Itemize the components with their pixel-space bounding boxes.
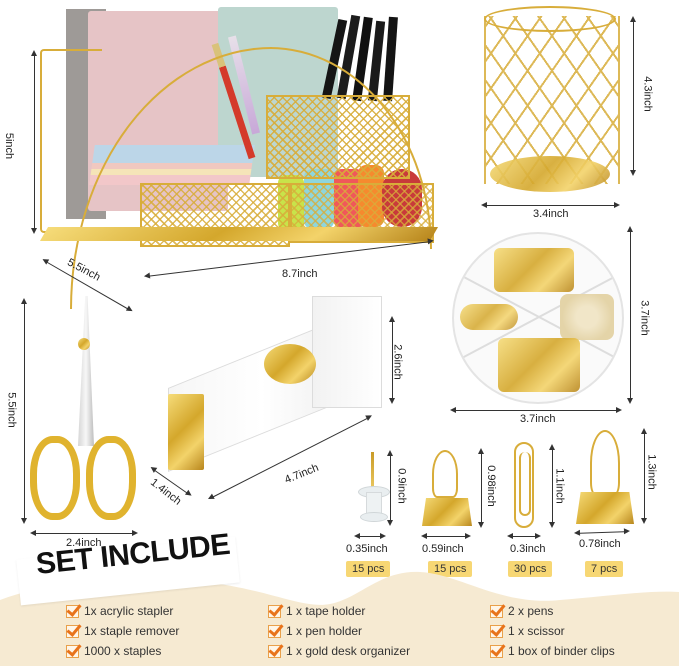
paper-clip-height-label: 1.1inch (553, 468, 566, 504)
clip-box-width-arrow (450, 407, 622, 413)
checkmark-icon (66, 604, 79, 618)
checkmark-icon (268, 624, 281, 638)
pen-holder-width-label: 3.4inch (533, 208, 569, 220)
cream-wave-background (0, 571, 679, 666)
binder-clip-box (452, 232, 624, 404)
clip-box-width-label: 3.7inch (520, 413, 556, 425)
small-clip-qty-badge: 15 pcs (428, 561, 473, 577)
scissor-height-label: 5.5inch (5, 392, 18, 428)
include-item: 1 x pen holder (268, 624, 362, 638)
scissor-height-arrow (21, 298, 27, 524)
paper-clip-qty-badge: 30 pcs (508, 561, 553, 577)
checkmark-icon (490, 624, 503, 638)
checkmark-icon (66, 624, 79, 638)
include-item: 1 x scissor (490, 624, 565, 638)
tape-holder-height-arrow (389, 316, 395, 404)
include-item: 1 box of binder clips (490, 644, 615, 658)
scissor-width-label: 2.4inch (66, 537, 102, 549)
paper-clip-width-arrow (507, 533, 541, 539)
tape-holder (162, 292, 388, 490)
organizer-width-label: 8.7inch (282, 268, 318, 280)
small-clip-height-arrow (478, 448, 484, 528)
push-pin-width-arrow (354, 533, 386, 539)
push-pin (356, 452, 390, 524)
large-clip-width-arrow (575, 531, 629, 534)
paper-clip-height-arrow (549, 444, 555, 528)
pen-holder-height-arrow (630, 16, 636, 176)
push-pin-qty-badge: 15 pcs (346, 561, 391, 577)
scissor-width-arrow (30, 530, 138, 536)
scissor (28, 296, 140, 522)
pen-holder-width-arrow (481, 202, 620, 208)
tape-cutter-plate (168, 394, 204, 470)
large-clip-height-label: 1.3inch (645, 454, 658, 490)
checkmark-icon (268, 604, 281, 618)
checkmark-icon (490, 644, 503, 658)
tape-holder-height-label: 2.6inch (391, 344, 404, 380)
large-clip-height-arrow (641, 428, 647, 524)
pen-mesh-basket (266, 95, 410, 179)
desk-organizer (39, 5, 440, 309)
small-clip-width-arrow (421, 533, 471, 539)
include-item: 1x staple remover (66, 624, 179, 638)
pen-holder-height-label: 4.3inch (641, 76, 654, 112)
push-pin-height-arrow (387, 450, 393, 526)
clip-box-height-label: 3.7inch (638, 300, 651, 336)
include-item: 1 x gold desk organizer (268, 644, 410, 658)
checkmark-icon (268, 644, 281, 658)
paper-clip (514, 442, 534, 528)
organizer-height-arrow (31, 50, 37, 234)
include-item: 2 x pens (490, 604, 553, 618)
push-pin-width-label: 0.35inch (346, 543, 388, 555)
large-clip-qty-badge: 7 pcs (585, 561, 624, 577)
organizer-base (39, 227, 439, 241)
large-clip-width-label: 0.78inch (579, 538, 621, 550)
organizer-height-label: 5inch (3, 132, 16, 160)
paper-clip-width-label: 0.3inch (510, 543, 546, 555)
clip-box-height-arrow (627, 226, 633, 404)
checkmark-icon (490, 604, 503, 618)
pen-holder (484, 6, 620, 196)
small-binder-clip (422, 450, 474, 526)
tape-roll (264, 344, 316, 384)
checkmark-icon (66, 644, 79, 658)
include-item: 1000 x staples (66, 644, 161, 658)
large-binder-clip (576, 430, 636, 526)
small-clip-height-label: 0.98inch (484, 465, 497, 507)
small-clip-width-label: 0.59inch (422, 543, 464, 555)
include-item: 1 x tape holder (268, 604, 365, 618)
include-item: 1x acrylic stapler (66, 604, 173, 618)
push-pin-height-label: 0.9inch (395, 468, 408, 504)
